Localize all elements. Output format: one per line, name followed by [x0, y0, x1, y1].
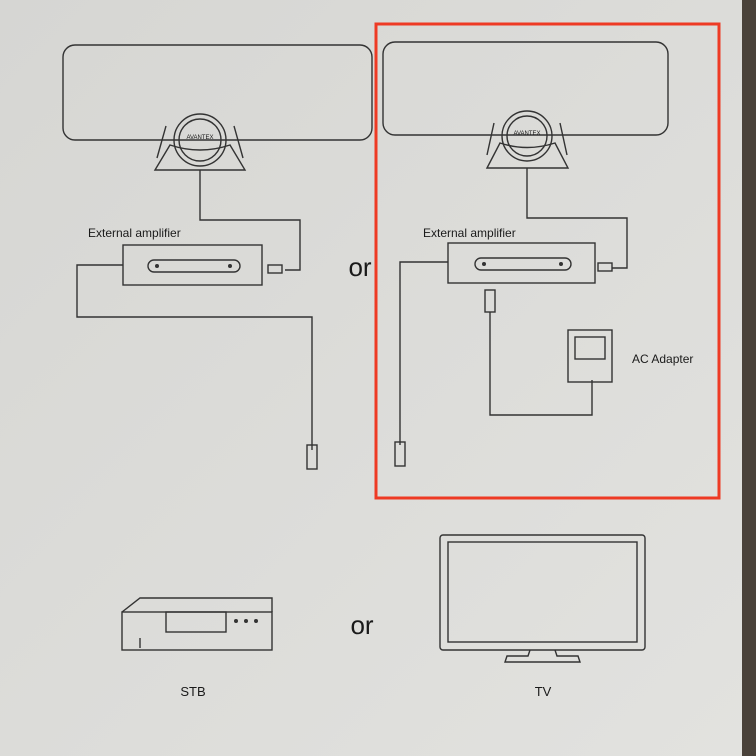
left-antenna: AVANTEX: [62, 44, 373, 171]
ac-adapter-label: AC Adapter: [632, 352, 693, 366]
or-text-bottom: or: [350, 610, 373, 640]
antenna-cable-right: [526, 168, 628, 269]
external-amplifier-label-right: External amplifier: [423, 226, 516, 240]
external-amplifier-label-left: External amplifier: [88, 226, 181, 240]
tv-device: [439, 534, 646, 663]
stb-device: [121, 597, 273, 651]
power-cable: [489, 312, 593, 416]
coax-connector-left: [306, 444, 318, 470]
tv-cable-left: [76, 264, 313, 450]
stb-label: STB: [180, 684, 205, 699]
or-text-top: or: [348, 252, 371, 282]
external-amplifier-right: [447, 242, 613, 284]
antenna-brand-logo: AVANTEX: [513, 131, 540, 137]
tv-label: TV: [535, 684, 552, 699]
antenna-cable-left: [199, 170, 301, 271]
ac-adapter: [567, 329, 613, 383]
antenna-brand-logo: AVANTEX: [186, 135, 213, 141]
coax-connector-right: [394, 441, 406, 467]
tv-cable-right: [399, 261, 448, 445]
right-antenna: AVANTEX: [382, 41, 669, 169]
page-edge: [742, 0, 756, 756]
highlight-box: [374, 22, 721, 500]
